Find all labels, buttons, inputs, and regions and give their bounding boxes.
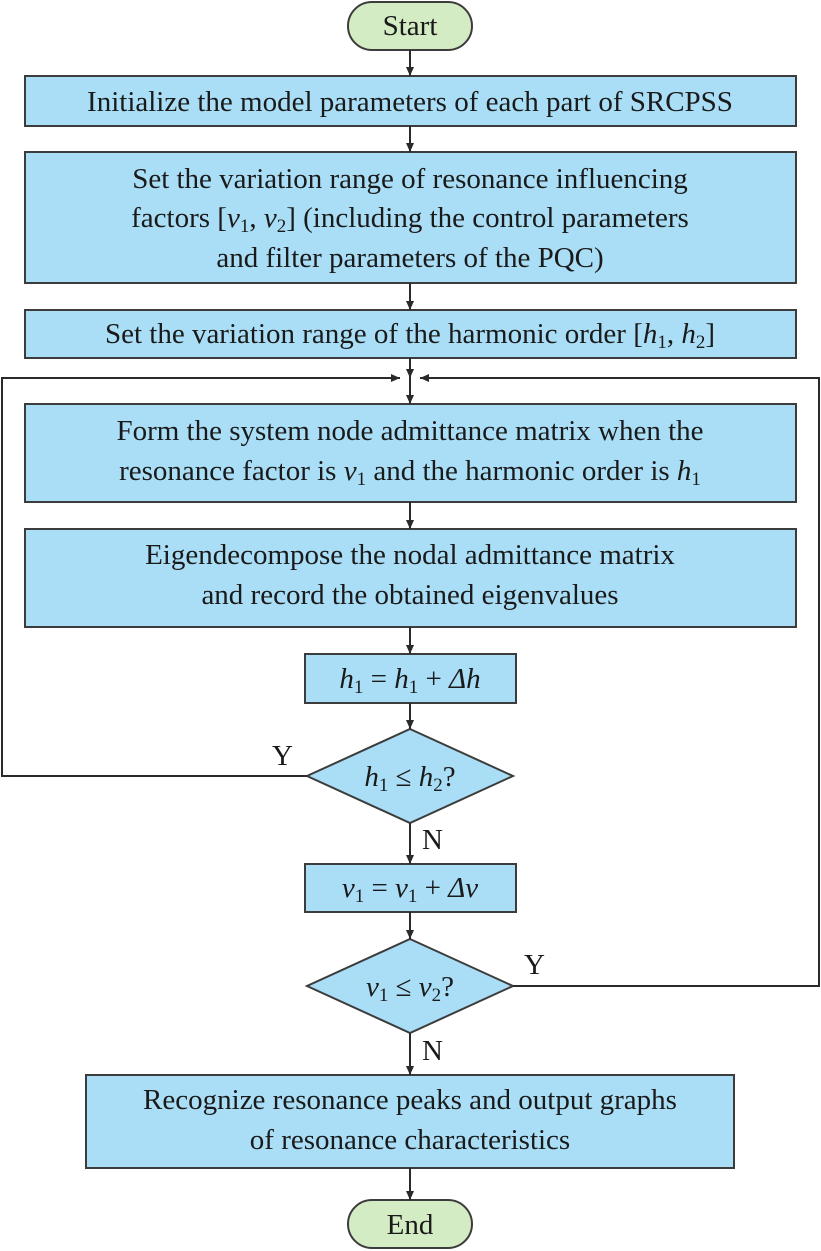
eigendecompose-line-1: Eigendecompose the nodal admittance matr… <box>145 539 675 571</box>
v-no-label: N <box>422 1035 443 1067</box>
h-increment-step: h1 = h1 + Δh <box>304 653 517 704</box>
set-factor-range-line-1: Set the variation range of resonance inf… <box>132 163 688 195</box>
set-factor-range-step: Set the variation range of resonance inf… <box>24 151 797 284</box>
start-label: Start <box>383 10 438 42</box>
set-factor-range-line-2: factors [v1, v2] (including the control … <box>131 202 689 237</box>
v-increment-label: v1 = v1 + Δv <box>342 872 478 907</box>
start-terminal: Start <box>347 1 473 51</box>
h-decision-label: h1 ≤ h2? <box>364 761 455 796</box>
form-matrix-line-2: resonance factor is v1 and the harmonic … <box>119 455 701 490</box>
loop-h-yes <box>1 374 400 777</box>
eigendecompose-line-2: and record the obtained eigenvalues <box>201 579 618 611</box>
initialize-step-label: Initialize the model parameters of each … <box>87 86 733 118</box>
set-factor-range-line-3: and filter parameters of the PQC) <box>216 242 603 274</box>
form-matrix-step: Form the system node admittance matrix w… <box>24 403 797 503</box>
v-decision: v1 ≤ v2? <box>304 937 516 1035</box>
v-yes-label: Y <box>524 949 545 981</box>
end-terminal: End <box>347 1199 473 1249</box>
set-harmonic-range-step: Set the variation range of the harmonic … <box>24 309 797 359</box>
h-no-label: N <box>422 824 443 856</box>
h-yes-label: Y <box>272 740 293 772</box>
recognize-line-1: Recognize resonance peaks and output gra… <box>143 1084 677 1116</box>
initialize-step: Initialize the model parameters of each … <box>24 75 797 127</box>
v-decision-label: v1 ≤ v2? <box>366 971 454 1006</box>
recognize-line-2: of resonance characteristics <box>250 1124 570 1156</box>
h-increment-label: h1 = h1 + Δh <box>339 663 480 698</box>
loop-v-yes <box>420 374 820 987</box>
set-harmonic-range-label: Set the variation range of the harmonic … <box>105 318 715 353</box>
form-matrix-line-1: Form the system node admittance matrix w… <box>116 415 703 447</box>
eigendecompose-step: Eigendecompose the nodal admittance matr… <box>24 528 797 628</box>
recognize-step: Recognize resonance peaks and output gra… <box>85 1074 735 1169</box>
end-label: End <box>387 1209 434 1241</box>
h-decision: h1 ≤ h2? <box>304 727 516 825</box>
v-increment-step: v1 = v1 + Δv <box>304 863 517 913</box>
